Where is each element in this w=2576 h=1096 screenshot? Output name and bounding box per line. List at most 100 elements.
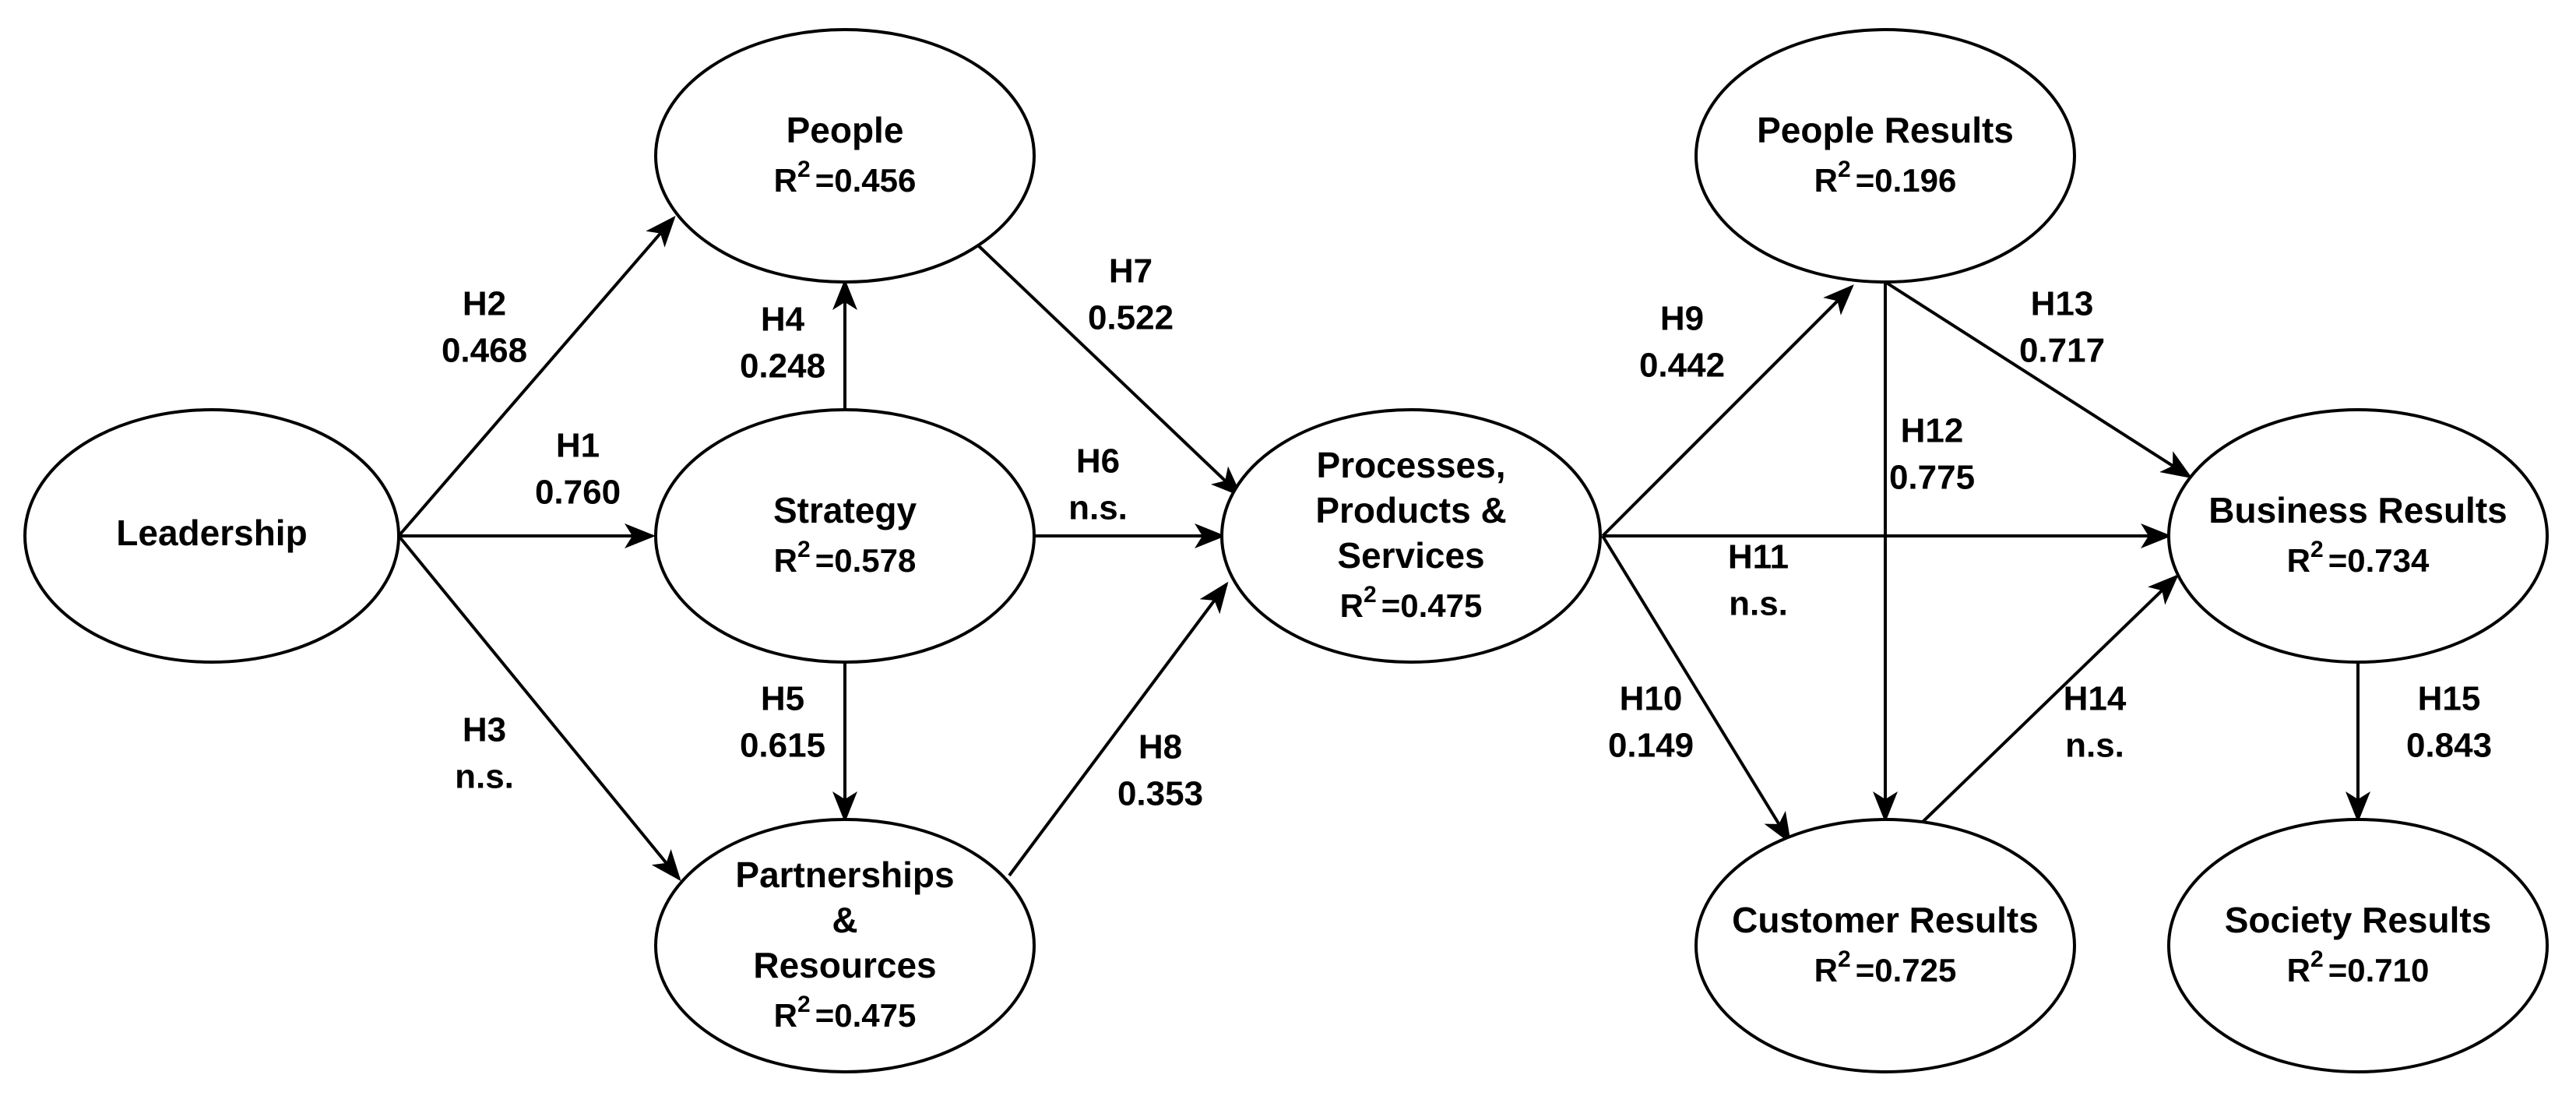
node-title-people: People: [787, 110, 904, 150]
r2-symbol: R: [1814, 952, 1838, 989]
node-title-processes-line-2: Products &: [1315, 490, 1506, 530]
edge-label-h7: H7: [1109, 252, 1153, 291]
node-title-society-results: Society Results: [2225, 900, 2492, 940]
edge-value-h10: 0.149: [1608, 727, 1694, 765]
edge-value-h8: 0.353: [1117, 775, 1203, 813]
node-leadership: Leadership: [23, 408, 400, 664]
edge-label-h10: H10: [1620, 680, 1683, 718]
node-ellipse-partnerships: [654, 818, 1036, 1073]
node-title-partnerships-line-1: Partnerships: [735, 855, 954, 895]
r2-superscript: 2: [1838, 946, 1851, 972]
edge-arrow-h3: [397, 534, 681, 882]
edge-arrow-h9: [1601, 284, 1854, 537]
r2-symbol: R: [2287, 952, 2310, 989]
r2-value: =0.725: [1856, 952, 1957, 989]
r2-value: =0.475: [1381, 587, 1483, 624]
edge-label-h12: H12: [1901, 412, 1964, 450]
edge-value-h12: 0.775: [1889, 459, 1975, 497]
node-ellipse-people-results: [1694, 28, 2076, 284]
edge-value-h15: 0.843: [2406, 727, 2492, 765]
node-r2-strategy: R2=0.578: [774, 537, 917, 579]
node-ellipse-leadership: [23, 408, 400, 664]
edge-value-h14: n.s.: [2065, 727, 2124, 765]
r2-symbol: R: [774, 997, 797, 1034]
node-ellipse-strategy: [654, 408, 1036, 664]
edge-value-h2: 0.468: [442, 332, 527, 370]
node-ellipse-customer-results: [1694, 818, 2076, 1073]
edge-value-h13: 0.717: [2019, 332, 2105, 370]
edge-value-h3: n.s.: [455, 758, 514, 796]
node-ellipse-people: [654, 28, 1036, 284]
r2-value: =0.578: [815, 542, 917, 579]
edge-value-h11: n.s.: [1729, 585, 1788, 623]
node-ellipse-society-results: [2167, 818, 2549, 1073]
edge-arrow-h8: [1008, 581, 1229, 877]
r2-value: =0.734: [2328, 542, 2430, 579]
edge-value-h5: 0.615: [740, 727, 825, 765]
r2-value: =0.196: [1856, 162, 1957, 199]
r2-symbol: R: [774, 542, 797, 579]
edge-labels-layer: H10.760H20.468H3n.s.H40.248H50.615H6n.s.…: [442, 252, 2492, 813]
edge-label-h2: H2: [463, 285, 506, 323]
node-title-partnerships-line-2: &: [832, 900, 857, 940]
node-r2-customer-results: R2=0.725: [1814, 946, 1957, 989]
node-r2-people: R2=0.456: [774, 157, 917, 199]
r2-value: =0.456: [815, 162, 917, 199]
edge-label-h11: H11: [1728, 538, 1789, 576]
r2-value: =0.475: [815, 997, 917, 1034]
node-ellipse-processes: [1220, 408, 1602, 664]
r2-superscript: 2: [1838, 157, 1851, 182]
r2-symbol: R: [2287, 542, 2310, 579]
r2-symbol: R: [1340, 587, 1364, 624]
node-title-business-results: Business Results: [2208, 490, 2507, 530]
edge-label-h9: H9: [1660, 300, 1704, 338]
edges-layer: [397, 215, 2370, 882]
r2-superscript: 2: [797, 537, 811, 562]
r2-superscript: 2: [797, 992, 811, 1017]
edge-value-h9: 0.442: [1639, 347, 1725, 385]
edge-arrow-h2: [397, 215, 676, 537]
edge-value-h4: 0.248: [740, 347, 825, 386]
edge-label-h13: H13: [2031, 285, 2094, 323]
edge-value-h1: 0.760: [535, 474, 621, 512]
edge-label-h3: H3: [463, 711, 506, 749]
node-title-leadership: Leadership: [116, 513, 307, 553]
node-title-partnerships-line-3: Resources: [753, 945, 936, 985]
node-r2-partnerships: R2=0.475: [774, 992, 917, 1034]
r2-superscript: 2: [1364, 582, 1377, 608]
r2-symbol: R: [1814, 162, 1838, 199]
node-title-customer-results: Customer Results: [1732, 900, 2039, 940]
edge-label-h15: H15: [2418, 680, 2481, 718]
edge-label-h14: H14: [2064, 680, 2127, 718]
edge-arrow-h13: [1884, 280, 2193, 479]
edge-label-h8: H8: [1138, 728, 1182, 766]
edge-label-h4: H4: [761, 301, 805, 339]
edge-arrow-h14: [1919, 574, 2179, 826]
r2-value: =0.710: [2328, 952, 2430, 989]
edge-arrow-h7: [977, 244, 1242, 497]
node-r2-business-results: R2=0.734: [2287, 537, 2430, 579]
edge-arrow-h10: [1601, 534, 1792, 844]
r2-superscript: 2: [2310, 946, 2324, 972]
node-r2-processes: R2=0.475: [1340, 582, 1483, 624]
node-ellipse-business-results: [2167, 408, 2549, 664]
node-r2-people-results: R2=0.196: [1814, 157, 1957, 199]
r2-symbol: R: [774, 162, 797, 199]
node-title-strategy: Strategy: [773, 490, 917, 530]
edge-label-h6: H6: [1076, 442, 1120, 481]
edge-value-h6: n.s.: [1068, 489, 1128, 527]
node-title-processes-line-1: Processes,: [1317, 445, 1506, 485]
edge-value-h7: 0.522: [1088, 299, 1174, 337]
r2-superscript: 2: [797, 157, 811, 182]
node-r2-society-results: R2=0.710: [2287, 946, 2430, 989]
edge-label-h5: H5: [761, 680, 804, 718]
r2-superscript: 2: [2310, 537, 2324, 562]
